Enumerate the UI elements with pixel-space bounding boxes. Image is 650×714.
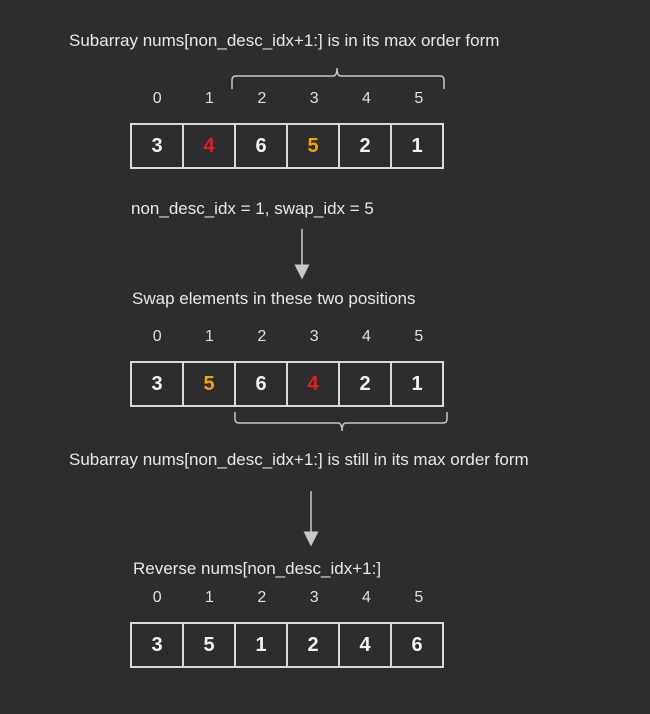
array-cell: 2: [288, 624, 340, 666]
array-cell: 4: [184, 125, 236, 167]
step2-caption: Swap elements in these two positions: [132, 289, 416, 308]
array-cell: 2: [340, 363, 392, 405]
index-label: 3: [309, 589, 319, 606]
index-label: 3: [309, 328, 319, 345]
index-label: 1: [205, 90, 214, 107]
top-brace: [231, 67, 445, 89]
bottom-brace: [234, 412, 448, 432]
step1-note: non_desc_idx = 1, swap_idx = 5: [131, 199, 374, 218]
array-cell: 5: [184, 363, 236, 405]
array-cell: 6: [236, 125, 288, 167]
index-label: 5: [414, 328, 424, 345]
array-cell: 2: [340, 125, 392, 167]
index-label: 2: [257, 90, 267, 107]
step3-caption: Reverse nums[non_desc_idx+1:]: [133, 559, 382, 578]
array-cell: 1: [411, 134, 423, 157]
index-label: 2: [257, 589, 267, 606]
index-label: 3: [309, 90, 319, 107]
index-label: 0: [152, 90, 162, 107]
step1-caption: Subarray nums[non_desc_idx+1:] is in its…: [69, 31, 500, 50]
index-label: 2: [257, 328, 267, 345]
array-cell: 4: [288, 363, 340, 405]
array-cell: 6: [236, 363, 288, 405]
index-label: 4: [362, 328, 371, 345]
index-label: 5: [414, 90, 424, 107]
index-label: 4: [362, 589, 371, 606]
index-label: 5: [414, 589, 424, 606]
step2-note: Subarray nums[non_desc_idx+1:] is still …: [69, 450, 529, 469]
array-cell: 3: [132, 624, 184, 666]
array-cell: 1: [411, 372, 423, 395]
array-cell: 4: [340, 624, 392, 666]
array-cell: 6: [411, 633, 423, 656]
index-label: 1: [205, 328, 214, 345]
array-cell: 3: [132, 125, 184, 167]
array-cell: 1: [236, 624, 288, 666]
index-label: 0: [152, 589, 162, 606]
step1-index-row: 0 1 2 3 4 5: [131, 90, 445, 110]
index-label: 0: [152, 328, 162, 345]
step3-index-row: 0 1 2 3 4 5: [131, 589, 445, 609]
array-cell: 5: [184, 624, 236, 666]
index-label: 1: [205, 589, 214, 606]
array-cell: 5: [288, 125, 340, 167]
step2-index-row: 0 1 2 3 4 5: [131, 328, 445, 348]
index-label: 4: [362, 90, 371, 107]
array-cell: 3: [132, 363, 184, 405]
